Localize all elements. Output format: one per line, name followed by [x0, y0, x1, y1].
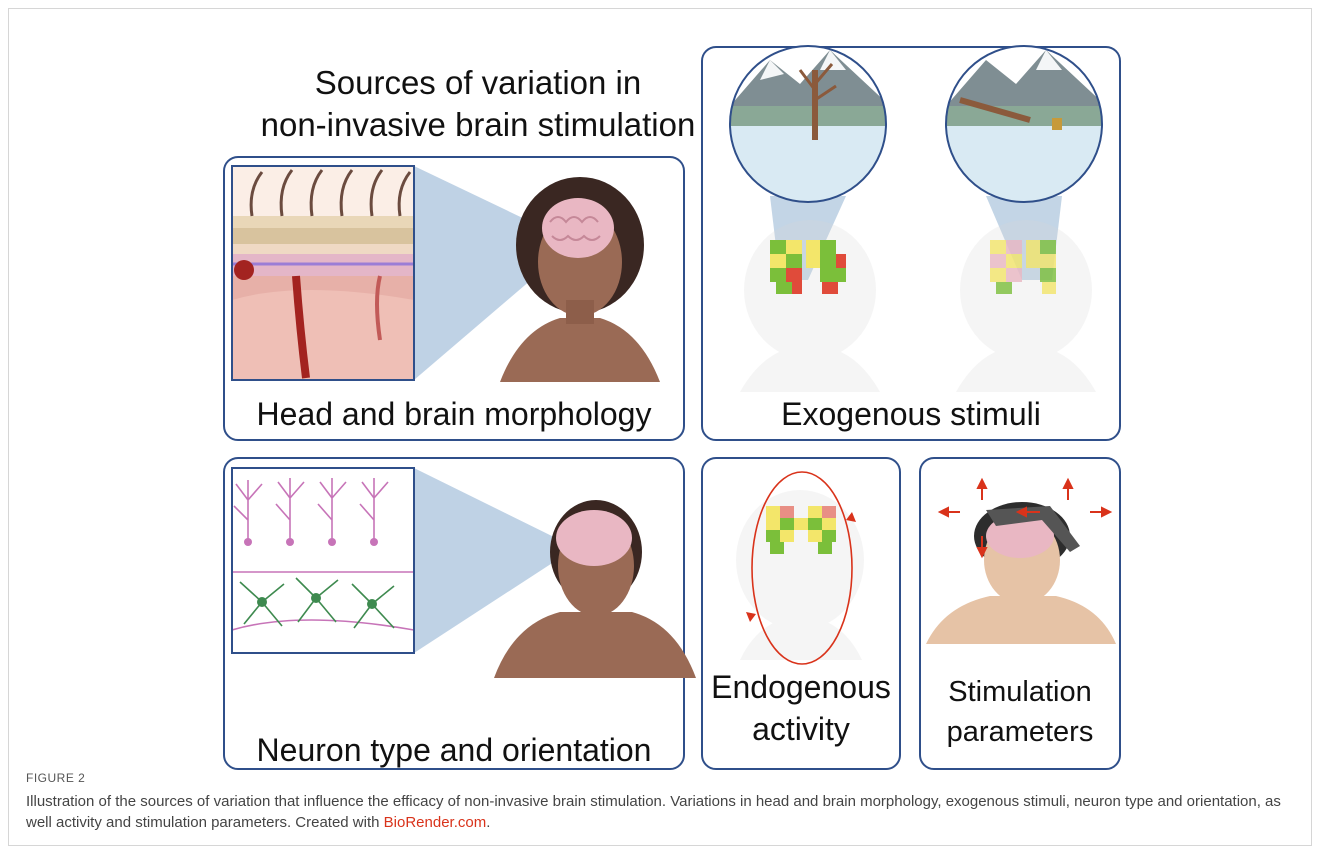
figure-title: Sources of variation in non-invasive bra…: [248, 62, 708, 146]
neuron-illustration: [232, 468, 696, 678]
figure-title-line1: Sources of variation in: [248, 62, 708, 104]
panel-endogenous-label-line2: activity: [702, 708, 900, 750]
panel-neuron-label: Neuron type and orientation: [224, 732, 684, 769]
stimulation-illustration: [926, 480, 1116, 644]
figure-caption-label: FIGURE 2: [26, 771, 85, 785]
head-morphology-illustration: [232, 166, 660, 382]
endogenous-illustration: [736, 472, 864, 664]
figure-title-line2: non-invasive brain stimulation: [248, 104, 708, 146]
exogenous-illustration: [720, 40, 1120, 392]
figure-caption-text: Illustration of the sources of variation…: [26, 793, 1281, 831]
panel-endogenous-label: Endogenous activity: [702, 666, 900, 750]
figure-caption: Illustration of the sources of variation…: [26, 791, 1296, 833]
panel-head-label: Head and brain morphology: [224, 396, 684, 433]
biorender-link[interactable]: BioRender.com: [384, 814, 487, 831]
panel-stimulation-label-line2: parameters: [920, 712, 1120, 752]
figure-caption-end: .: [486, 814, 490, 831]
panel-stimulation-label-line1: Stimulation: [920, 672, 1120, 712]
panel-endogenous-label-line1: Endogenous: [702, 666, 900, 708]
panel-stimulation-label: Stimulation parameters: [920, 672, 1120, 752]
panel-exogenous-label: Exogenous stimuli: [702, 396, 1120, 433]
